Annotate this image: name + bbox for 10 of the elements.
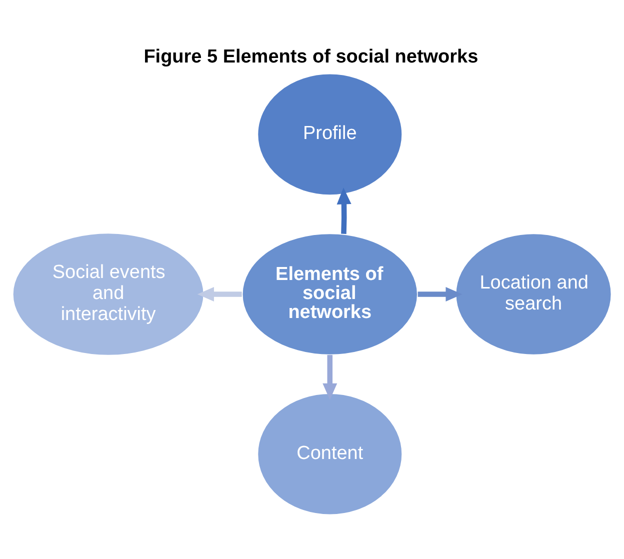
arrow (322, 354, 338, 400)
arrow (197, 287, 242, 302)
node-ellipse: Profile (257, 73, 403, 196)
node-ellipse: Location and search (455, 233, 612, 356)
node-ellipse: Elements of social networks (242, 233, 418, 356)
node-ellipse: Content (257, 392, 403, 516)
arrow (336, 188, 352, 234)
node-ellipse: Social events and interactivity (12, 232, 204, 356)
diagram-title: Figure 5 Elements of social networks (144, 46, 478, 68)
arrow (418, 287, 462, 302)
